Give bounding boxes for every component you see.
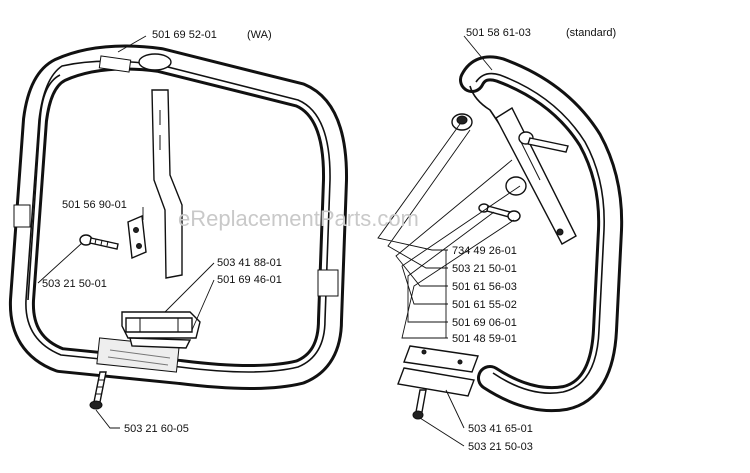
right-part-label-5: 501 69 06-01	[452, 317, 517, 329]
right-knob	[451, 113, 473, 131]
right-variant-label: (standard)	[566, 27, 616, 39]
right-part-label-6: 501 48 59-01	[452, 333, 517, 345]
left-part-label-2: 503 21 50-01	[42, 278, 107, 290]
right-bracket	[495, 106, 577, 245]
right-lower-screw	[412, 389, 427, 420]
left-bottom-screw	[89, 371, 107, 410]
left-part-label-5: 503 21 60-05	[124, 423, 189, 435]
right-part-label-8: 503 21 50-03	[468, 441, 533, 453]
right-mid-bolt	[478, 203, 521, 222]
watermark: eReplacementParts.com	[178, 206, 419, 231]
right-part-label-2: 503 21 50-01	[452, 263, 517, 275]
left-bottom-bracket	[121, 311, 201, 349]
left-part-label-4: 501 69 46-01	[217, 274, 282, 286]
left-bolt	[79, 234, 119, 250]
right-part-label-4: 501 61 55-02	[452, 299, 517, 311]
left-leader-lines	[37, 35, 215, 429]
right-part-label-3: 501 61 56-03	[452, 281, 517, 293]
right-part-label-7: 503 41 65-01	[468, 423, 533, 435]
left-center-bracket	[138, 53, 183, 279]
left-main-part-label: 501 69 52-01	[152, 29, 217, 41]
left-part-label-3: 503 41 88-01	[217, 257, 282, 269]
right-handle-tube	[459, 55, 624, 413]
left-clamp-plate	[127, 214, 147, 260]
left-variant-label: (WA)	[247, 29, 272, 41]
right-main-part-label: 501 58 61-03	[466, 27, 531, 39]
right-part-label-1: 734 49 26-01	[452, 245, 517, 257]
right-lower-plates	[397, 345, 479, 397]
right-leader-lines	[377, 35, 521, 447]
left-part-label-1: 501 56 90-01	[62, 199, 127, 211]
